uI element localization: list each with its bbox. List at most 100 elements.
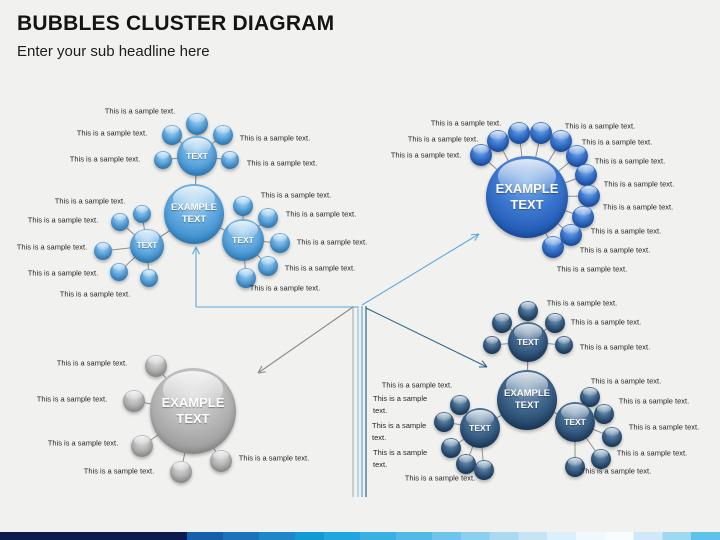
satellite-bubble — [483, 336, 501, 354]
sample-text-label: This is a sample text. — [238, 453, 310, 463]
satellite-bubble — [456, 454, 476, 474]
satellite-bubble — [578, 185, 600, 207]
satellite-bubble — [145, 355, 167, 377]
cluster-center-bubble-label: EXAMPLE TEXT — [171, 202, 217, 225]
satellite-bubble — [213, 125, 233, 145]
satellite-bubble — [94, 242, 112, 260]
sample-text-label: This is a sample text. — [381, 380, 453, 390]
text-bubble-label: TEXT — [469, 422, 491, 433]
satellite-bubble — [492, 313, 512, 333]
arrow-to-bottom-right-cluster — [365, 307, 488, 368]
cluster-center-bubble: EXAMPLE TEXT — [150, 368, 236, 454]
arrow-to-top-right-cluster-head — [470, 233, 480, 236]
satellite-bubble — [258, 208, 278, 228]
text-bubble: TEXT — [460, 408, 500, 448]
satellite-bubble — [550, 130, 572, 152]
cluster-center-bubble: EXAMPLE TEXT — [164, 184, 224, 244]
satellite-bubble — [131, 435, 153, 457]
cluster-center-bubble-label: EXAMPLE TEXT — [495, 180, 559, 212]
text-bubble: TEXT — [177, 136, 217, 176]
sample-text-label: This is a sample text. — [69, 154, 141, 164]
slide-subtitle: Enter your sub headline here — [17, 43, 210, 60]
sample-text-label: This is a sample text. — [390, 150, 462, 160]
sample-text-label: This is a sample text. — [373, 394, 428, 415]
satellite-bubble — [555, 336, 573, 354]
arrow-to-bottom-left-cluster-head — [257, 365, 263, 374]
text-bubble: TEXT — [508, 322, 548, 362]
sample-text-label: This is a sample text. — [564, 121, 636, 131]
sample-text-label: This is a sample text. — [404, 473, 476, 483]
sample-text-label: This is a sample text. — [616, 448, 688, 458]
satellite-bubble — [580, 387, 600, 407]
sample-text-label: This is a sample text. — [579, 245, 651, 255]
satellite-bubble — [133, 205, 151, 223]
text-bubble-label: TEXT — [232, 234, 254, 245]
satellite-bubble — [221, 151, 239, 169]
satellite-bubble — [233, 196, 253, 216]
sample-text-label: This is a sample text. — [580, 466, 652, 476]
sample-text-label: This is a sample text. — [594, 156, 666, 166]
sample-text-label: This is a sample text. — [104, 106, 176, 116]
bottom-gradient-bar — [0, 532, 720, 540]
sample-text-label: This is a sample text. — [602, 202, 674, 212]
sample-text-label: This is a sample text. — [628, 422, 700, 432]
sample-text-label: This is a sample text. — [260, 190, 332, 200]
text-bubble: TEXT — [555, 402, 595, 442]
arrow-to-top-left-cluster-head — [195, 246, 200, 255]
arrow-to-top-right-cluster — [361, 233, 480, 306]
arrow-to-bottom-left-cluster — [257, 306, 354, 374]
cluster-center-bubble-label: EXAMPLE TEXT — [161, 394, 225, 426]
sample-text-label: This is a sample text. — [570, 317, 642, 327]
satellite-bubble — [566, 145, 588, 167]
satellite-bubble — [210, 450, 232, 472]
satellite-bubble — [111, 213, 129, 231]
sample-text-label: This is a sample text. — [556, 264, 628, 274]
sample-text-label: This is a sample text. — [285, 209, 357, 219]
arrow-to-top-right-cluster-head — [474, 233, 480, 242]
text-bubble: TEXT — [130, 229, 164, 263]
text-bubble-label: TEXT — [136, 241, 158, 250]
satellite-bubble — [594, 404, 614, 424]
sample-text-label: This is a sample text. — [27, 268, 99, 278]
satellite-bubble — [487, 130, 509, 152]
sample-text-label: This is a sample text. — [618, 396, 690, 406]
sample-text-label: This is a sample text. — [47, 438, 119, 448]
sample-text-label: This is a sample text. — [603, 179, 675, 189]
sample-text-label: This is a sample text. — [579, 342, 651, 352]
satellite-bubble — [575, 164, 597, 186]
satellite-bubble — [270, 233, 290, 253]
arrow-to-bottom-left-cluster-head — [257, 371, 266, 374]
sample-text-label: This is a sample text. — [83, 466, 155, 476]
satellite-bubble — [518, 301, 538, 321]
satellite-bubble — [560, 224, 582, 246]
satellite-bubble — [162, 125, 182, 145]
sample-text-label: This is a sample text. — [27, 215, 99, 225]
slide-header: BUBBLES CLUSTER DIAGRAM Enter your sub h… — [17, 12, 334, 60]
cluster-center-bubble: EXAMPLE TEXT — [497, 370, 557, 430]
text-bubble-label: TEXT — [517, 336, 539, 347]
sample-text-label: This is a sample text. — [590, 376, 662, 386]
slide-title: BUBBLES CLUSTER DIAGRAM — [17, 12, 335, 35]
satellite-bubble — [140, 269, 158, 287]
arrow-to-bottom-right-cluster-head — [481, 360, 488, 368]
satellite-bubble — [474, 460, 494, 480]
sample-text-label: This is a sample text. — [284, 263, 356, 273]
cluster-center-bubble-label: EXAMPLE TEXT — [504, 388, 550, 411]
arrow-to-top-left-cluster-head — [192, 246, 197, 255]
sample-text-label: This is a sample text. — [249, 283, 321, 293]
satellite-bubble — [186, 113, 208, 135]
satellite-bubble — [545, 313, 565, 333]
satellite-bubble — [441, 438, 461, 458]
satellite-bubble — [434, 412, 454, 432]
satellite-bubble — [470, 144, 492, 166]
sample-text-label: This is a sample text. — [407, 134, 479, 144]
cluster-center-bubble: EXAMPLE TEXT — [486, 156, 568, 238]
satellite-bubble — [602, 427, 622, 447]
satellite-bubble — [258, 256, 278, 276]
satellite-bubble — [542, 236, 564, 258]
satellite-bubble — [170, 461, 192, 483]
satellite-bubble — [110, 263, 128, 281]
text-bubble: TEXT — [222, 219, 264, 261]
